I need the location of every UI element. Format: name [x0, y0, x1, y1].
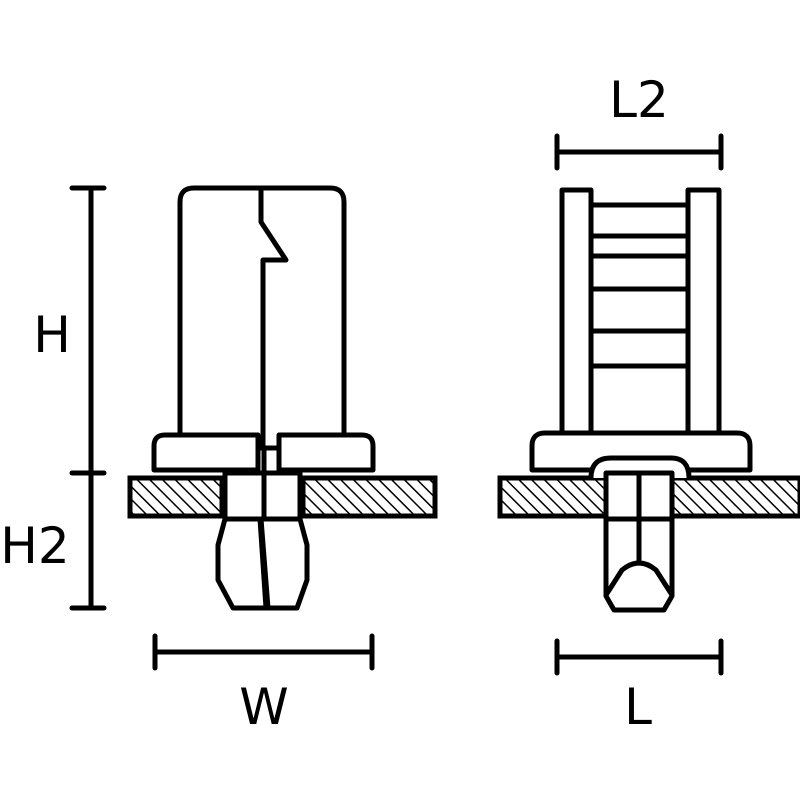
panel-side-left [497, 475, 611, 519]
label-l: L [624, 678, 652, 736]
dimension-w [152, 633, 375, 671]
flange-front [151, 432, 261, 473]
side-view [497, 187, 800, 613]
ladder-rungs [588, 202, 691, 369]
dimension-l2 [554, 133, 724, 171]
flange-side [529, 430, 753, 473]
post-right [685, 187, 722, 438]
panel-front-right [300, 475, 438, 519]
panel-front-left [127, 475, 225, 519]
front-view [127, 185, 438, 611]
post-left [559, 187, 594, 438]
dimension-h2 [69, 470, 107, 611]
panel-side-right [669, 475, 800, 519]
label-h: H [33, 306, 71, 364]
dimension-h [69, 185, 107, 476]
label-h2: H2 [0, 517, 69, 575]
label-l2: L2 [609, 71, 669, 129]
label-w: W [239, 678, 288, 736]
dimension-l [554, 638, 724, 676]
